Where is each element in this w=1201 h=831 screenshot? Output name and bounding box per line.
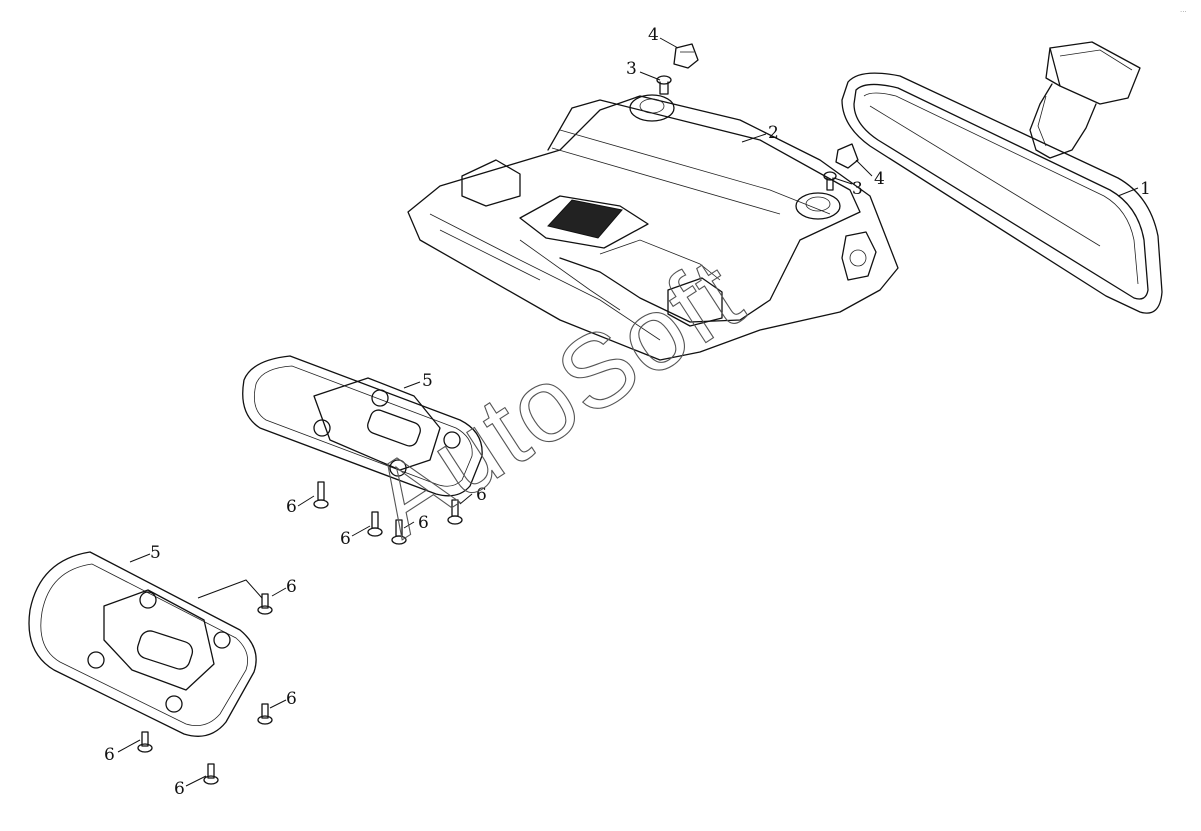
screw-lower-b <box>257 703 273 725</box>
callout-6-lower-c: 6 <box>104 745 115 765</box>
callout-3-right: 3 <box>852 179 863 199</box>
callout-2: 2 <box>768 123 779 143</box>
watermark-text: AutoSoft <box>351 236 762 559</box>
clip-right <box>835 143 859 169</box>
map-lamp-upper <box>242 355 483 497</box>
screw-lower-d <box>203 763 219 785</box>
callout-6-upper-b: 6 <box>340 529 351 549</box>
callout-6-lower-b: 6 <box>286 689 297 709</box>
screw-upper-c <box>391 519 407 545</box>
callout-4-right: 4 <box>874 169 885 189</box>
callout-5-lower: 5 <box>150 543 161 563</box>
rearview-mirror <box>841 41 1163 314</box>
screw-lower-a <box>257 593 273 615</box>
overhead-console <box>407 94 899 361</box>
callout-6-upper-a: 6 <box>286 497 297 517</box>
callout-3-top: 3 <box>626 59 637 79</box>
screw-upper-a <box>313 481 329 509</box>
screw-lower-c <box>137 731 153 753</box>
callout-6-upper-c: 6 <box>418 513 429 533</box>
screw-upper-b <box>367 511 383 537</box>
callout-4-top: 4 <box>648 25 659 45</box>
callout-6-lower-a: 6 <box>286 577 297 597</box>
callout-6-lower-d: 6 <box>174 779 185 799</box>
callout-6-upper-d: 6 <box>476 485 487 505</box>
screw-right <box>823 171 837 191</box>
corner-mark: ... <box>1180 6 1187 14</box>
callout-5-upper: 5 <box>422 371 433 391</box>
clip-top <box>673 43 699 69</box>
callout-labels: 1 2 3 4 3 4 5 5 6 6 6 6 6 6 6 6 <box>104 25 1151 799</box>
leader-lines <box>117 37 1139 787</box>
map-lamp-lower <box>28 551 257 737</box>
callout-1: 1 <box>1140 179 1151 199</box>
screw-upper-d <box>447 499 463 525</box>
screw-top <box>656 75 672 95</box>
